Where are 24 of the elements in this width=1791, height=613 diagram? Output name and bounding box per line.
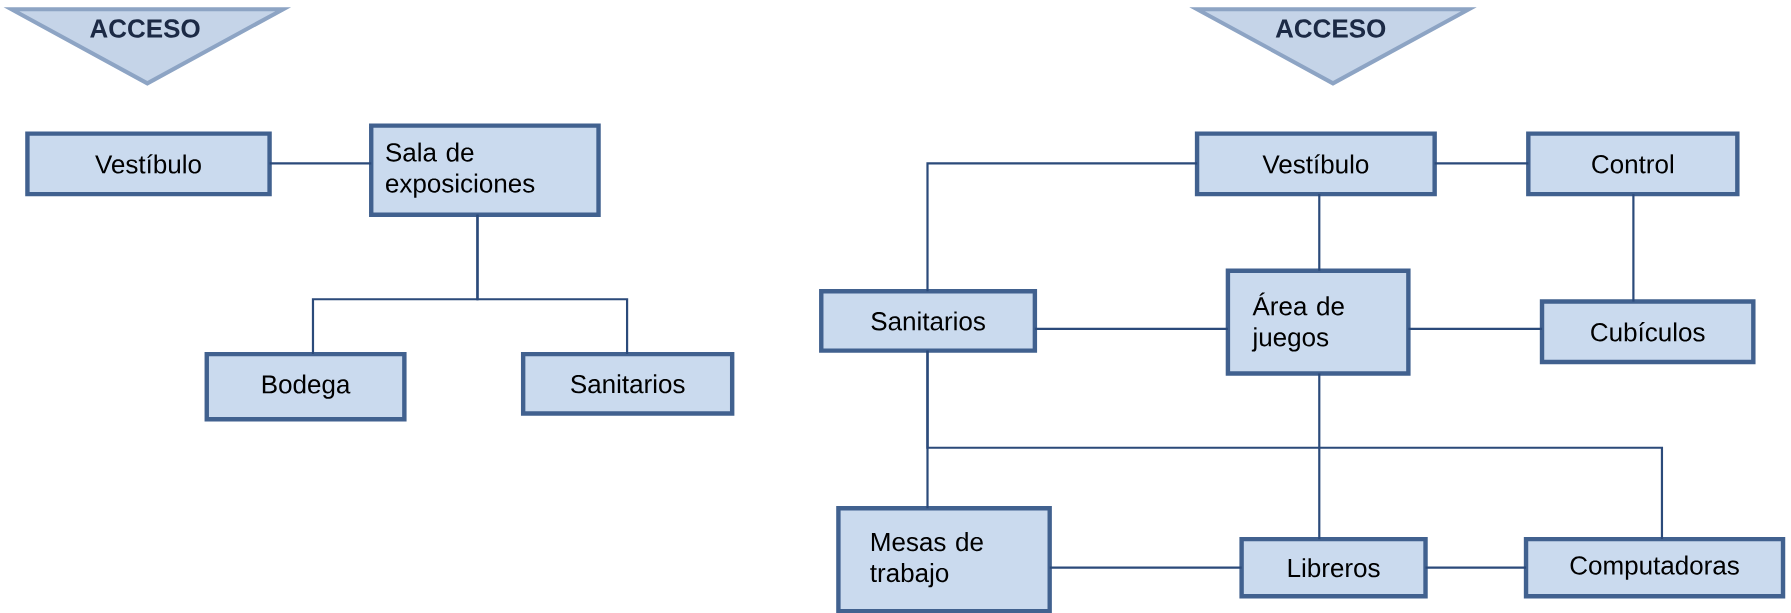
connector-line <box>926 162 1198 292</box>
connector-line <box>926 350 1664 539</box>
room-box: Bodega <box>204 351 407 422</box>
room-box: Cubículos <box>1539 299 1756 365</box>
room-box: Libreros <box>1239 536 1428 599</box>
connector-line <box>1034 327 1228 330</box>
connector-line <box>1632 194 1635 302</box>
connector-line <box>476 214 629 354</box>
room-box: Computadoras <box>1523 536 1786 599</box>
connector-line <box>1408 327 1543 330</box>
connector-line <box>1049 566 1242 569</box>
connector-line <box>1318 373 1321 539</box>
connector-line <box>269 162 372 165</box>
room-box: Vestíbulo <box>1194 131 1437 197</box>
room-box: Control <box>1526 131 1740 197</box>
room-box: Sala de exposiciones <box>369 123 601 217</box>
connector-line <box>1425 566 1527 569</box>
room-box: Mesas de trabajo <box>836 505 1052 613</box>
room-box: Sanitarios <box>819 288 1038 353</box>
room-box: Área de juegos <box>1225 268 1411 376</box>
room-box: Sanitarios <box>520 351 735 416</box>
connector-line <box>1318 194 1321 271</box>
connector-line <box>1434 162 1529 165</box>
room-box: Vestíbulo <box>25 131 272 197</box>
